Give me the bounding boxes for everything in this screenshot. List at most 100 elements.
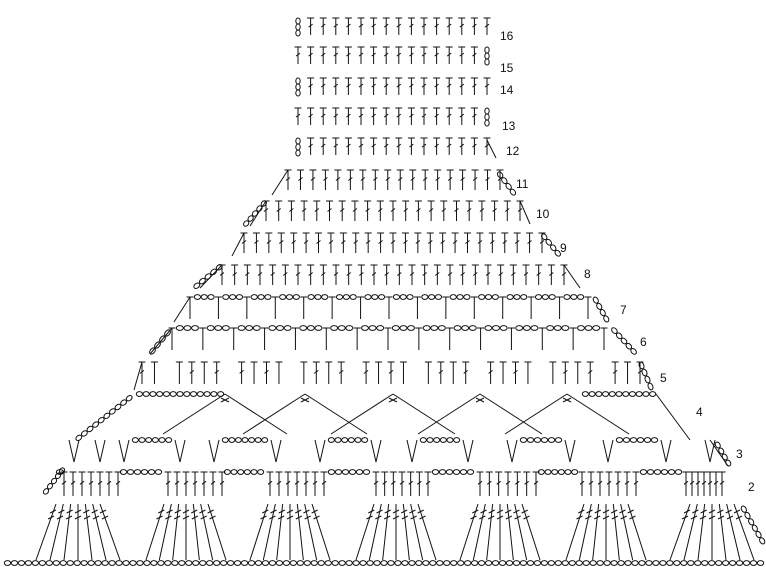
- dc-stitch: [464, 233, 471, 253]
- chain-stitch: [616, 438, 657, 443]
- dc-stitch: [415, 328, 422, 350]
- dc-stitch: [238, 362, 245, 384]
- dc-stitch: [499, 297, 506, 319]
- row-number: 9: [560, 241, 567, 255]
- dc-stitch: [327, 233, 334, 253]
- dc-stitch: [345, 108, 352, 125]
- row-labels: 1615141312111098765432: [500, 29, 755, 494]
- fan-line: [393, 394, 455, 434]
- chain-stitch: [308, 295, 328, 300]
- chain-stitch: [238, 326, 260, 331]
- row-number: 7: [620, 303, 627, 317]
- dc-stitch: [303, 472, 310, 496]
- dc-stitch: [414, 297, 421, 319]
- dc-stitch: [421, 78, 428, 95]
- chain-stitch: [423, 326, 445, 331]
- treble-fan: [100, 504, 120, 560]
- v-stitch: [124, 440, 129, 462]
- dc-stitch: [408, 18, 415, 35]
- dc-stitch: [615, 472, 622, 496]
- dc-stitch: [199, 328, 206, 350]
- dc-stitch: [458, 108, 465, 125]
- fan-line: [331, 394, 393, 434]
- dc-stitch: [514, 472, 521, 496]
- dc-stitch: [307, 47, 314, 64]
- dc-stitch: [309, 170, 316, 190]
- dc-stitch: [471, 18, 478, 35]
- fan-line: [480, 394, 542, 434]
- row-number: 15: [500, 61, 514, 75]
- dc-stitch: [689, 472, 696, 496]
- dc-stitch: [265, 233, 272, 253]
- dc-stitch: [408, 78, 415, 95]
- dc-stitch: [485, 265, 492, 285]
- dc-stitch: [151, 362, 158, 384]
- dc-stitch: [395, 108, 402, 125]
- chain-stitch: [540, 233, 561, 257]
- dc-stitch: [495, 472, 502, 496]
- treble-fan: [727, 504, 740, 560]
- dc-stitch: [215, 297, 222, 319]
- dc-stitch: [421, 108, 428, 125]
- row-number: 13: [502, 119, 516, 133]
- dc-stitch: [489, 233, 496, 253]
- chain-stitch: [485, 47, 489, 65]
- dc-stitch: [501, 233, 508, 253]
- dc-stitch: [446, 47, 453, 64]
- dc-stitch: [321, 472, 328, 496]
- chain-stitch: [485, 108, 489, 126]
- dc-stitch: [358, 265, 365, 285]
- dc-stitch: [400, 362, 407, 384]
- dc-stitch: [307, 108, 314, 125]
- dc-stitch: [533, 472, 540, 496]
- dc-stitch: [288, 201, 295, 221]
- dc-stitch: [487, 362, 494, 384]
- dc-stitch: [326, 201, 333, 221]
- dc-stitch: [587, 362, 594, 384]
- dc-stitch: [176, 362, 183, 384]
- v-stitch: [315, 440, 320, 462]
- chain-stitch: [496, 171, 516, 196]
- dc-stitch: [377, 233, 384, 253]
- dc-stitch: [585, 297, 592, 319]
- dc-stitch: [358, 47, 365, 64]
- stitch-line: [487, 140, 496, 158]
- dc-stitch: [416, 472, 423, 496]
- dc-stitch: [325, 362, 332, 384]
- dc-stitch: [320, 265, 327, 285]
- dc-stitch: [446, 138, 453, 155]
- dc-stitch: [290, 233, 297, 253]
- dc-stitch: [535, 265, 542, 285]
- dc-stitch: [359, 170, 366, 190]
- dc-stitch: [612, 362, 619, 384]
- chain-stitch: [300, 326, 322, 331]
- v-stitch: [507, 440, 512, 462]
- chain-stitch: [136, 392, 223, 397]
- chain-stitch: [176, 326, 198, 331]
- dc-stitch: [320, 18, 327, 35]
- v-stitch: [371, 440, 376, 462]
- v-stitch: [412, 440, 417, 462]
- dc-stitch: [491, 201, 498, 221]
- dc-stitch: [606, 472, 613, 496]
- dc-stitch: [414, 233, 421, 253]
- dc-stitch: [263, 362, 270, 384]
- dc-stitch: [601, 328, 608, 350]
- dc-stitch: [390, 201, 397, 221]
- chain-stitch: [251, 295, 271, 300]
- chain-stitch: [193, 263, 223, 289]
- dc-stitch: [61, 472, 68, 496]
- v-stitch: [214, 440, 219, 462]
- treble-fan: [93, 504, 106, 560]
- dc-stitch: [373, 472, 380, 496]
- dc-stitch: [383, 138, 390, 155]
- dc-stitch: [320, 78, 327, 95]
- dc-stitch: [409, 170, 416, 190]
- dc-stitch: [484, 78, 491, 95]
- row-number: 6: [640, 335, 647, 349]
- dc-stitch: [275, 201, 282, 221]
- dc-stitch: [210, 472, 217, 496]
- dc-stitch: [471, 78, 478, 95]
- dc-stitch: [303, 233, 310, 253]
